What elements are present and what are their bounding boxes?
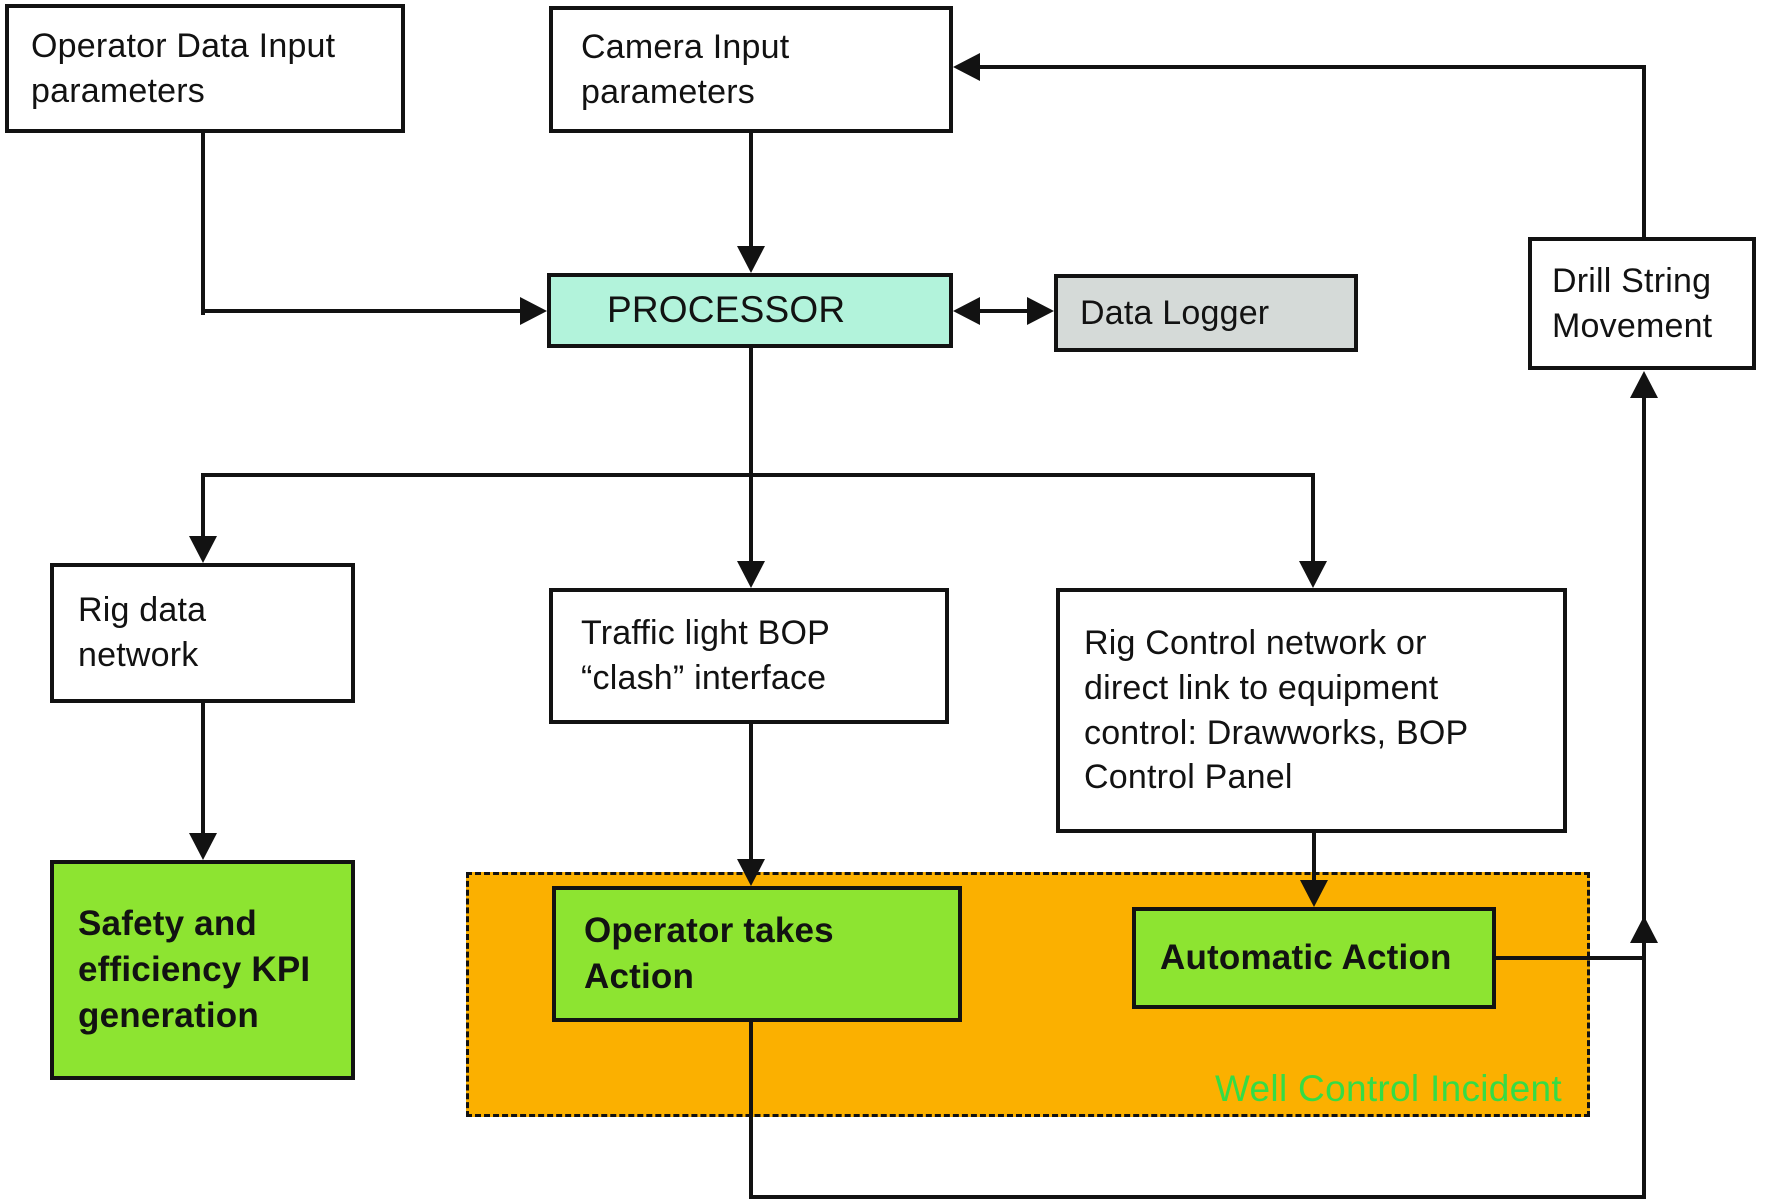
arrowhead-down-icon (737, 246, 765, 273)
node-automatic-action: Automatic Action (1132, 907, 1496, 1009)
node-camera-input: Camera Input parameters (549, 6, 953, 133)
arrowhead-up-icon (1630, 371, 1658, 398)
node-operator-takes-action: Operator takes Action (552, 886, 962, 1022)
node-drill-string-movement: Drill String Movement (1528, 237, 1756, 370)
edge-traffic-to-operatoraction (749, 724, 753, 859)
node-rig-control-network: Rig Control network or direct link to eq… (1056, 588, 1567, 833)
node-data-logger: Data Logger (1054, 274, 1358, 352)
edge-drill-to-camera-v (1642, 65, 1646, 237)
arrowhead-up-icon (1630, 916, 1658, 943)
node-rig-data-network: Rig data network (50, 563, 355, 703)
edge-automatic-to-riser (1496, 956, 1646, 960)
edge-branch-to-traffic (749, 473, 753, 561)
arrowhead-down-icon (1299, 561, 1327, 588)
edge-drill-to-camera-h (978, 65, 1646, 69)
arrowhead-down-icon (1300, 880, 1328, 907)
edge-operator-to-processor-v (201, 131, 205, 315)
arrowhead-right-icon (1027, 297, 1054, 325)
edge-branch-to-rigdata (201, 473, 205, 537)
edge-camera-to-processor (749, 133, 753, 248)
arrowhead-down-icon (737, 859, 765, 886)
branch-line (201, 473, 1315, 477)
arrowhead-down-icon (189, 833, 217, 860)
well-control-incident-label: Well Control Incident (1215, 1068, 1562, 1109)
arrowhead-left-icon (953, 297, 980, 325)
arrowhead-down-icon (189, 536, 217, 563)
arrowhead-right-icon (520, 297, 547, 325)
edge-operator-to-processor-h (201, 309, 521, 313)
arrowhead-left-icon (953, 53, 980, 81)
edge-branch-to-rigcontrol (1311, 473, 1315, 561)
node-traffic-light-bop: Traffic light BOP “clash” interface (549, 588, 949, 724)
bottom-line (749, 1195, 1646, 1199)
edge-processor-logger (972, 309, 1036, 313)
node-operator-data-input: Operator Data Input parameters (5, 4, 405, 133)
edge-rigcontrol-to-automatic (1312, 833, 1316, 880)
node-safety-kpi: Safety and efficiency KPI generation (50, 860, 355, 1080)
edge-operatoraction-down (749, 1022, 753, 1199)
riser-line (1642, 396, 1646, 1199)
node-processor: PROCESSOR (547, 273, 953, 348)
edge-rigdata-to-safety (201, 703, 205, 833)
arrowhead-down-icon (737, 561, 765, 588)
edge-processor-branch (749, 348, 753, 477)
